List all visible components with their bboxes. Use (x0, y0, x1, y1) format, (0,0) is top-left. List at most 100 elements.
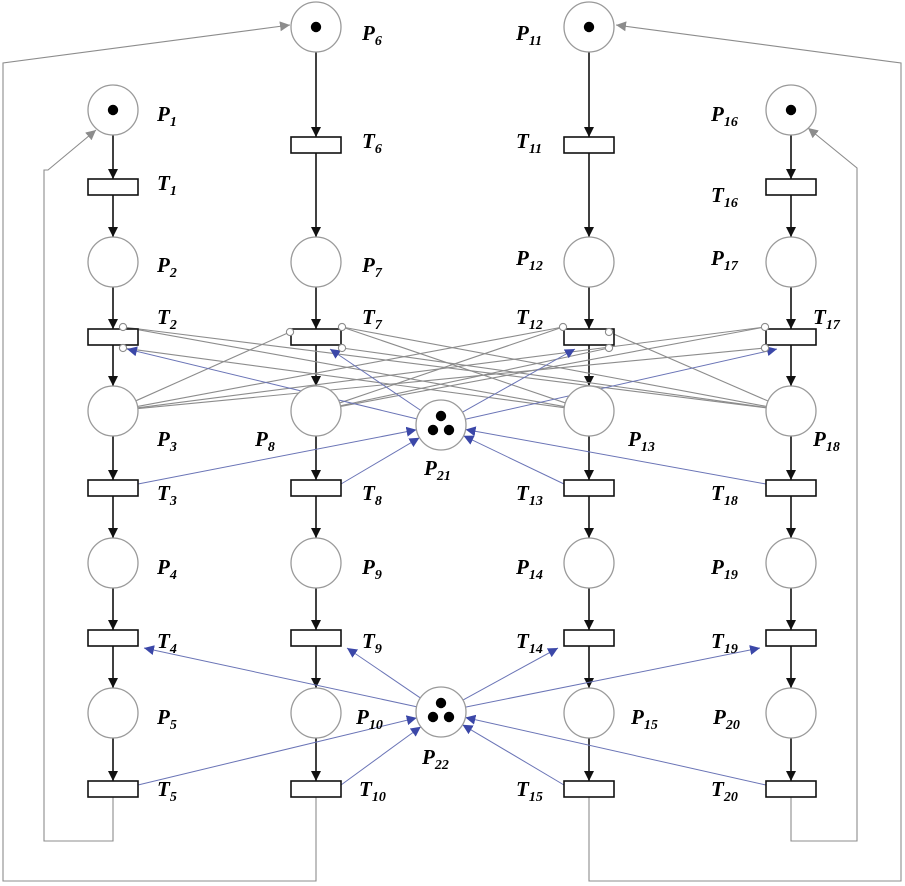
place-label-p5-index: 5 (170, 718, 177, 733)
transition-t6 (290, 136, 342, 154)
resource-arc (329, 348, 421, 411)
place-label-p18-letter: P (812, 427, 826, 451)
place-label-p20: P20 (712, 705, 740, 733)
place-label-p12-letter: P (515, 246, 529, 270)
transition-label-t4-index: 4 (169, 642, 177, 657)
inhibitor-circle (604, 343, 614, 353)
place-label-p13-letter: P (627, 427, 641, 451)
place-p18 (765, 385, 817, 437)
token (427, 424, 439, 436)
place-label-p7: P7 (361, 253, 383, 281)
transition-label-t8-index: 8 (375, 494, 382, 509)
place-label-p15-letter: P (630, 705, 644, 729)
transition-label-t20: T20 (711, 777, 738, 805)
transition-label-t11-letter: T (516, 129, 530, 153)
transition-t5 (87, 780, 139, 798)
transition-label-t17-index: 17 (826, 318, 841, 333)
transition-label-t4: T4 (157, 629, 177, 657)
place-label-p13-index: 13 (641, 440, 655, 455)
transition-label-t2: T2 (157, 305, 177, 333)
place-label-p14-index: 14 (529, 568, 543, 583)
place-label-p6: P6 (361, 21, 382, 49)
place-p22 (415, 686, 467, 738)
place-label-p11-index: 11 (529, 34, 542, 49)
place-p20 (765, 687, 817, 739)
place-p4 (87, 537, 139, 589)
place-p8 (290, 385, 342, 437)
transition-t10 (290, 780, 342, 798)
transition-label-t13-index: 13 (529, 494, 543, 509)
place-label-p5: P5 (156, 705, 177, 733)
place-p7 (290, 236, 342, 288)
resource-arc (463, 435, 565, 485)
transition-label-t9-letter: T (362, 629, 376, 653)
transition-label-t18: T18 (711, 481, 738, 509)
inhibitor-circle (604, 327, 614, 337)
place-label-p17-letter: P (710, 246, 724, 270)
token (310, 21, 322, 33)
transition-label-t18-index: 18 (724, 494, 738, 509)
transition-label-t9-index: 9 (375, 642, 382, 657)
resource-arc (462, 348, 576, 413)
transition-label-t13: T13 (516, 481, 543, 509)
place-label-p3-letter: P (156, 427, 170, 451)
place-label-p11: P11 (515, 21, 542, 49)
transition-label-t2-letter: T (157, 305, 171, 329)
place-label-p3-index: 3 (169, 440, 177, 455)
transition-label-t20-letter: T (711, 777, 725, 801)
place-label-p11-letter: P (515, 21, 529, 45)
transition-label-t3-index: 3 (169, 494, 177, 509)
place-label-p19-index: 19 (724, 568, 738, 583)
transition-t2 (87, 328, 139, 346)
place-label-p9: P9 (361, 555, 382, 583)
transition-label-t11: T11 (516, 129, 542, 157)
place-label-p15: P15 (630, 705, 658, 733)
transition-label-t1-letter: T (157, 171, 171, 195)
return-arc (790, 127, 858, 842)
transition-label-t18-letter: T (711, 481, 725, 505)
place-label-p21: P21 (423, 456, 451, 484)
resource-arc (340, 437, 420, 485)
place-p15 (563, 687, 615, 739)
place-p14 (563, 537, 615, 589)
place-label-p2-letter: P (156, 253, 170, 277)
inhibitor-arc (341, 347, 767, 409)
inhibitor-circle (285, 327, 295, 337)
place-label-p1-letter: P (156, 102, 170, 126)
place-label-p22-index: 22 (434, 758, 449, 773)
inhibitor-arc (137, 347, 766, 410)
transition-label-t14-letter: T (516, 629, 530, 653)
return-arc (2, 21, 317, 882)
transition-label-t5-index: 5 (170, 790, 177, 805)
place-p19 (765, 537, 817, 589)
transition-label-t5: T5 (157, 777, 177, 805)
token (785, 104, 797, 116)
place-p2 (87, 236, 139, 288)
inhibitor-arc (608, 331, 769, 402)
resource-arc (143, 645, 417, 708)
place-label-p18: P18 (812, 427, 840, 455)
transition-label-t19-index: 19 (724, 642, 738, 657)
transition-label-t15-letter: T (516, 777, 530, 801)
place-label-p10: P10 (355, 705, 383, 733)
token (427, 711, 439, 723)
transition-label-t17: T17 (813, 305, 841, 333)
transition-t1 (87, 178, 139, 196)
transition-label-t1-index: 1 (170, 184, 177, 199)
resource-arc (137, 715, 417, 786)
transition-label-t9: T9 (362, 629, 382, 657)
place-label-p21-index: 21 (436, 469, 451, 484)
inhibitor-circle (118, 322, 128, 332)
transition-label-t16-index: 16 (724, 196, 738, 211)
place-label-p15-index: 15 (644, 718, 658, 733)
transition-label-t15: T15 (516, 777, 543, 805)
inhibitor-arc (339, 326, 564, 404)
transition-label-t6: T6 (362, 129, 382, 157)
transition-label-t4-letter: T (157, 629, 171, 653)
place-p9 (290, 537, 342, 589)
place-label-p8: P8 (254, 427, 275, 455)
inhibitor-arc (122, 347, 565, 409)
place-label-p14: P14 (515, 555, 543, 583)
transition-label-t7: T7 (362, 305, 383, 333)
